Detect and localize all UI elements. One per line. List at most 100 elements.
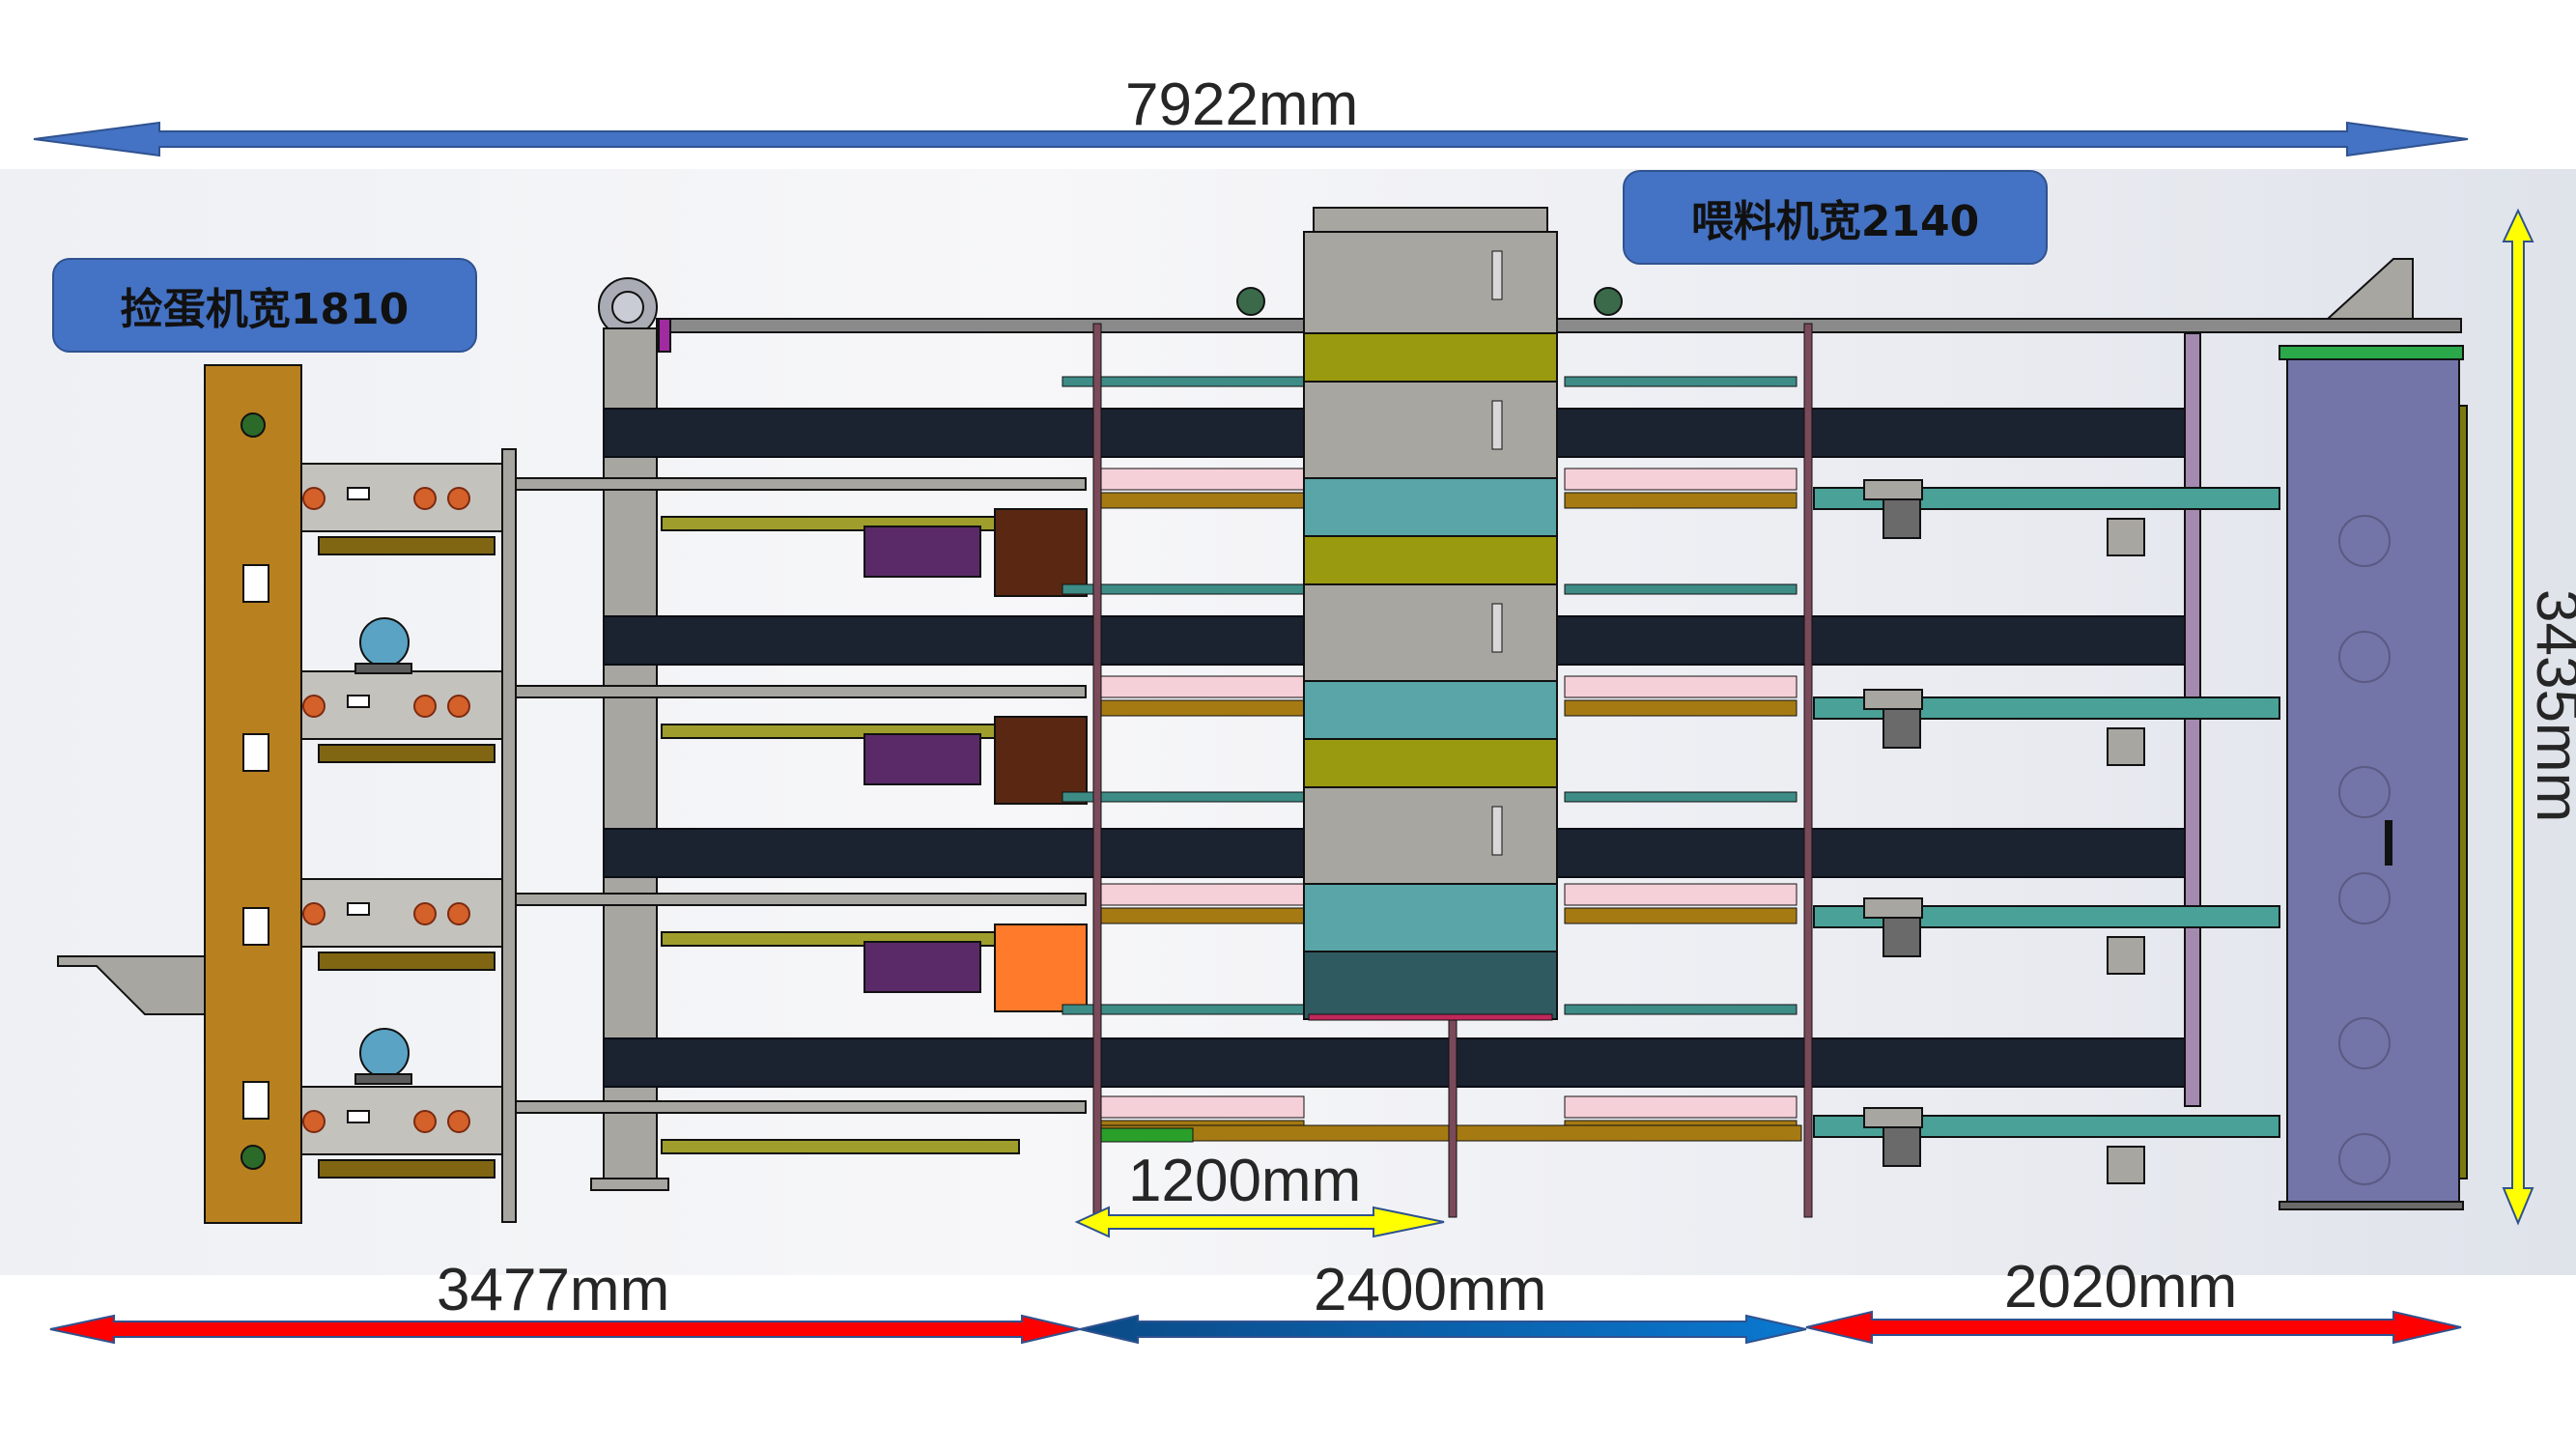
teal-band-right-1 bbox=[1564, 583, 1798, 595]
segment-left-label: 3477mm bbox=[437, 1257, 670, 1323]
egg-elevator bbox=[204, 364, 302, 1224]
egg-chute bbox=[57, 955, 206, 1015]
cage-leg-2 bbox=[1803, 323, 1813, 1218]
feeder-slot-0 bbox=[1491, 250, 1503, 300]
egg-collector-width-text: 捡蛋机宽1810 bbox=[120, 285, 410, 334]
purple-bin-2 bbox=[863, 941, 981, 993]
feeder-slot-3 bbox=[1491, 806, 1503, 856]
left-rail-3 bbox=[515, 1100, 1087, 1114]
overall-height-label: 3435mm bbox=[2524, 589, 2576, 823]
teal-band-right-3 bbox=[1564, 1004, 1798, 1015]
vertical-post bbox=[501, 448, 517, 1223]
feeder-olive-0 bbox=[1303, 332, 1558, 383]
feeder-gray-1 bbox=[1303, 381, 1558, 479]
egg-gear-3-2 bbox=[447, 1110, 470, 1133]
teal-arm-0 bbox=[1813, 487, 2280, 510]
egg-gear-2-2 bbox=[447, 902, 470, 925]
egg-gear-1-0 bbox=[302, 695, 326, 718]
feeder-gray-0 bbox=[1303, 231, 1558, 334]
elevator-window-1 bbox=[242, 733, 269, 772]
gold-band-right-2 bbox=[1564, 907, 1798, 924]
arm-hook-1 bbox=[2107, 727, 2145, 766]
egg-window-2 bbox=[347, 902, 370, 916]
feeder-top-cap bbox=[1313, 207, 1548, 233]
pink-band-right-1 bbox=[1564, 675, 1798, 698]
elevator-window-2 bbox=[242, 907, 269, 946]
arm-block-3 bbox=[1882, 1126, 1921, 1167]
feeder-olive-2 bbox=[1303, 738, 1558, 788]
left-rail-2 bbox=[515, 893, 1087, 906]
elevator-window-0 bbox=[242, 564, 269, 603]
egg-gear-0-2 bbox=[447, 487, 470, 510]
purple-bin-0 bbox=[863, 526, 981, 578]
feeder-dark-teal bbox=[1303, 951, 1558, 1020]
feeder-olive-1 bbox=[1303, 535, 1558, 585]
arm-block-0 bbox=[1882, 498, 1921, 539]
pink-band-right-0 bbox=[1564, 468, 1798, 491]
feeder-width-label: 喂料机宽2140 bbox=[1623, 170, 2048, 265]
brown-bin-2 bbox=[994, 923, 1088, 1012]
teal-arm-1 bbox=[1813, 696, 2280, 720]
cabinet-wheel-1 bbox=[2338, 631, 2391, 683]
egg-tray-2 bbox=[318, 952, 495, 971]
left-rail-lower-3 bbox=[661, 1139, 1020, 1154]
bay-spacing-label: 1200mm bbox=[1128, 1148, 1362, 1214]
feeder-slot-1 bbox=[1491, 400, 1503, 450]
egg-gear-1-1 bbox=[413, 695, 437, 718]
pink-band-right-2 bbox=[1564, 883, 1798, 906]
feeder-sprocket-left bbox=[1236, 287, 1265, 316]
feeder-teal-0 bbox=[1303, 477, 1558, 537]
feeder-red-strip bbox=[1308, 1013, 1553, 1021]
segment-middle-label: 2400mm bbox=[1314, 1257, 1547, 1323]
left-rail-1 bbox=[515, 685, 1087, 698]
egg-gear-3-1 bbox=[413, 1110, 437, 1133]
egg-tray-0 bbox=[318, 536, 495, 555]
cabinet-side-strip bbox=[2458, 405, 2468, 1179]
cabinet-wheel-2 bbox=[2338, 766, 2391, 818]
cabinet-wheel-5 bbox=[2338, 1133, 2391, 1185]
cabinet-bracket bbox=[2325, 258, 2414, 320]
elevator-window-3 bbox=[242, 1081, 269, 1120]
bay-spacing-arrow bbox=[1074, 1206, 1445, 1238]
egg-collector-width-label: 捡蛋机宽1810 bbox=[52, 258, 477, 353]
overall-length-label: 7922mm bbox=[1125, 71, 1359, 138]
cabinet-handle bbox=[2385, 820, 2392, 866]
overall-height-arrow bbox=[2502, 208, 2534, 1226]
egg-window-1 bbox=[347, 695, 370, 708]
teal-band-right-0 bbox=[1564, 376, 1798, 387]
egg-conveyor-plate-0 bbox=[300, 463, 507, 532]
egg-gear-3-0 bbox=[302, 1110, 326, 1133]
feeder-sprocket-right bbox=[1594, 287, 1623, 316]
teal-arm-3 bbox=[1813, 1115, 2280, 1138]
cabinet-wheel-0 bbox=[2338, 515, 2391, 567]
control-cabinet bbox=[2286, 358, 2460, 1203]
motor-base-1 bbox=[354, 1073, 412, 1085]
egg-window-0 bbox=[347, 487, 370, 500]
cabinet-wheel-3 bbox=[2338, 872, 2391, 924]
egg-window-3 bbox=[347, 1110, 370, 1123]
egg-gear-1-2 bbox=[447, 695, 470, 718]
elevator-bottom-sprocket bbox=[241, 1145, 266, 1170]
gold-band-right-1 bbox=[1564, 699, 1798, 717]
magenta-bracket bbox=[658, 318, 671, 353]
teal-band-right-2 bbox=[1564, 791, 1798, 803]
elevator-top-sprocket bbox=[241, 412, 266, 438]
cabinet-wheel-4 bbox=[2338, 1017, 2391, 1069]
egg-tray-1 bbox=[318, 744, 495, 763]
left-rail-0 bbox=[515, 477, 1087, 491]
head-pulley-hub bbox=[611, 291, 644, 324]
arm-hook-0 bbox=[2107, 518, 2145, 556]
overall-length-arrow bbox=[33, 121, 2469, 157]
top-rail bbox=[656, 318, 2462, 333]
segment-right-label: 2020mm bbox=[2004, 1254, 2238, 1321]
pulley-base bbox=[590, 1178, 669, 1191]
brown-bin-0 bbox=[994, 508, 1088, 597]
segment-right-arrow bbox=[1805, 1310, 2462, 1345]
cabinet-foot bbox=[2279, 1201, 2464, 1210]
purple-bin-1 bbox=[863, 733, 981, 785]
arm-block-2 bbox=[1882, 917, 1921, 957]
arm-block-1 bbox=[1882, 708, 1921, 749]
egg-gear-0-0 bbox=[302, 487, 326, 510]
